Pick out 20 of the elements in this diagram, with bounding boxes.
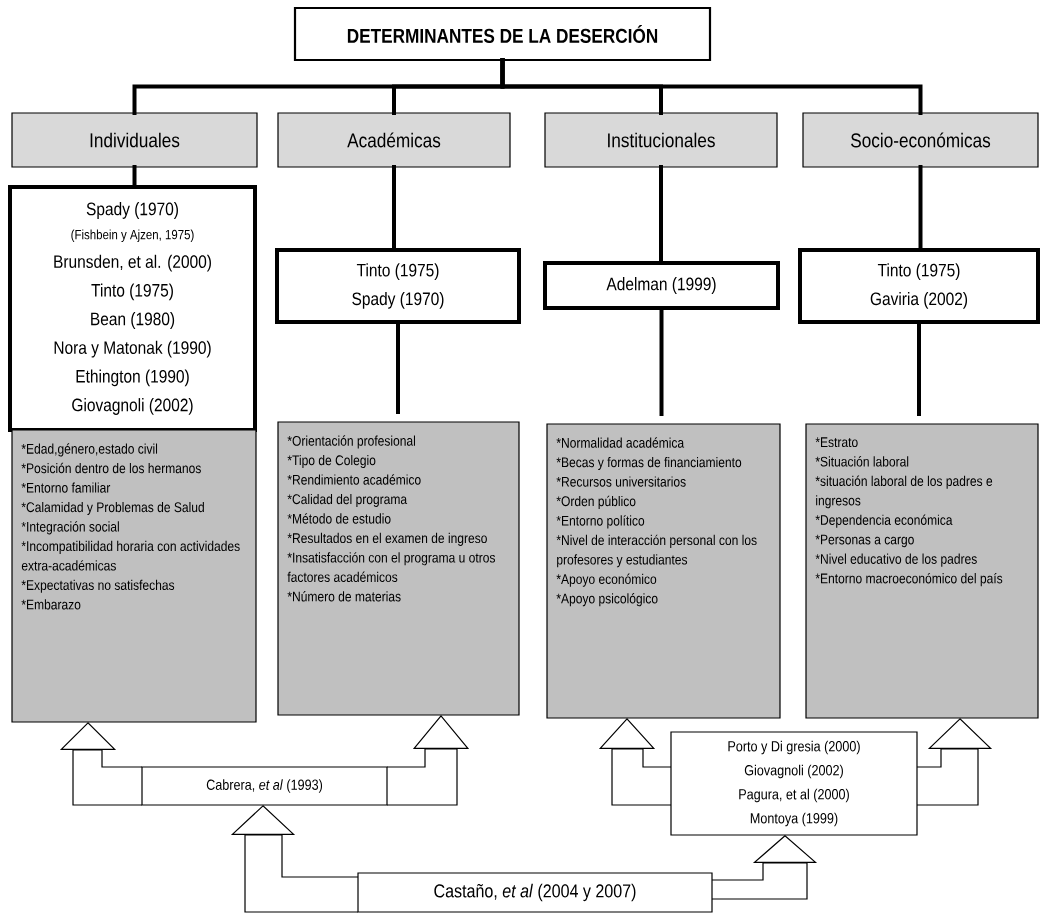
author-box: Spady (1970) (Fishbein y Ajzen, 1975) Brunsden, et al. (2000) Tinto (1975) Bean (1980) Nora y Matonak (1990) Ethington (1990) Giovagnoli (2002) bbox=[8, 185, 257, 432]
category-box: Académicas bbox=[277, 112, 511, 168]
title-box: DETERMINANTES DE LA DESERCIÓN bbox=[293, 6, 712, 62]
reference-box: Castaño, et al (2004 y 2007) bbox=[357, 872, 713, 913]
factor-list-box: *Estrato *Situación laboral *situación laboral de los padres e ingresos *Dependencia económica *Personas a cargo *Nivel educativo de los padres *Entorno macroeconómico del país bbox=[805, 423, 1039, 719]
block-arrow bbox=[230, 805, 359, 913]
reference-box: Porto y Di gresia (2000) Giovagnoli (2002) Pagura, et al (2000) Montoya (1999) bbox=[670, 731, 918, 836]
author-box: Tinto (1975) Spady (1970) bbox=[275, 248, 521, 324]
reference-box: Cabrera, et al (1993) bbox=[141, 766, 388, 806]
category-box: Socio-económicas bbox=[802, 112, 1039, 168]
connector-line bbox=[500, 58, 923, 115]
factor-list-box: *Normalidad académica *Becas y formas de financiamiento *Recursos universitarios *Orden público *Entorno político *Nivel de interacción personal con los profesores y estudiantes *Apoyo económico *Apoyo psicológico bbox=[546, 423, 781, 719]
category-box: Individuales bbox=[11, 112, 258, 168]
factor-list-box: *Edad,género,estado civil *Posición dentro de los hermanos *Entorno familiar *Calamidad y Problemas de Salud *Integración social *Incompatibilidad horaria con actividades extra-académicas *Expectativas no satisfechas *Embarazo bbox=[11, 429, 257, 723]
author-box: Adelman (1999) bbox=[543, 261, 780, 310]
category-box: Institucionales bbox=[544, 112, 778, 168]
author-box: Tinto (1975) Gaviria (2002) bbox=[798, 248, 1040, 324]
factor-list-box: *Orientación profesional *Tipo de Colegio *Rendimiento académico *Calidad del programa *Método de estudio *Resultados en el examen de ingreso *Insatisfacción con el programa u otros factores académicos *Número de materias bbox=[277, 421, 520, 716]
block-arrow bbox=[598, 718, 672, 806]
block-arrow bbox=[59, 722, 143, 806]
